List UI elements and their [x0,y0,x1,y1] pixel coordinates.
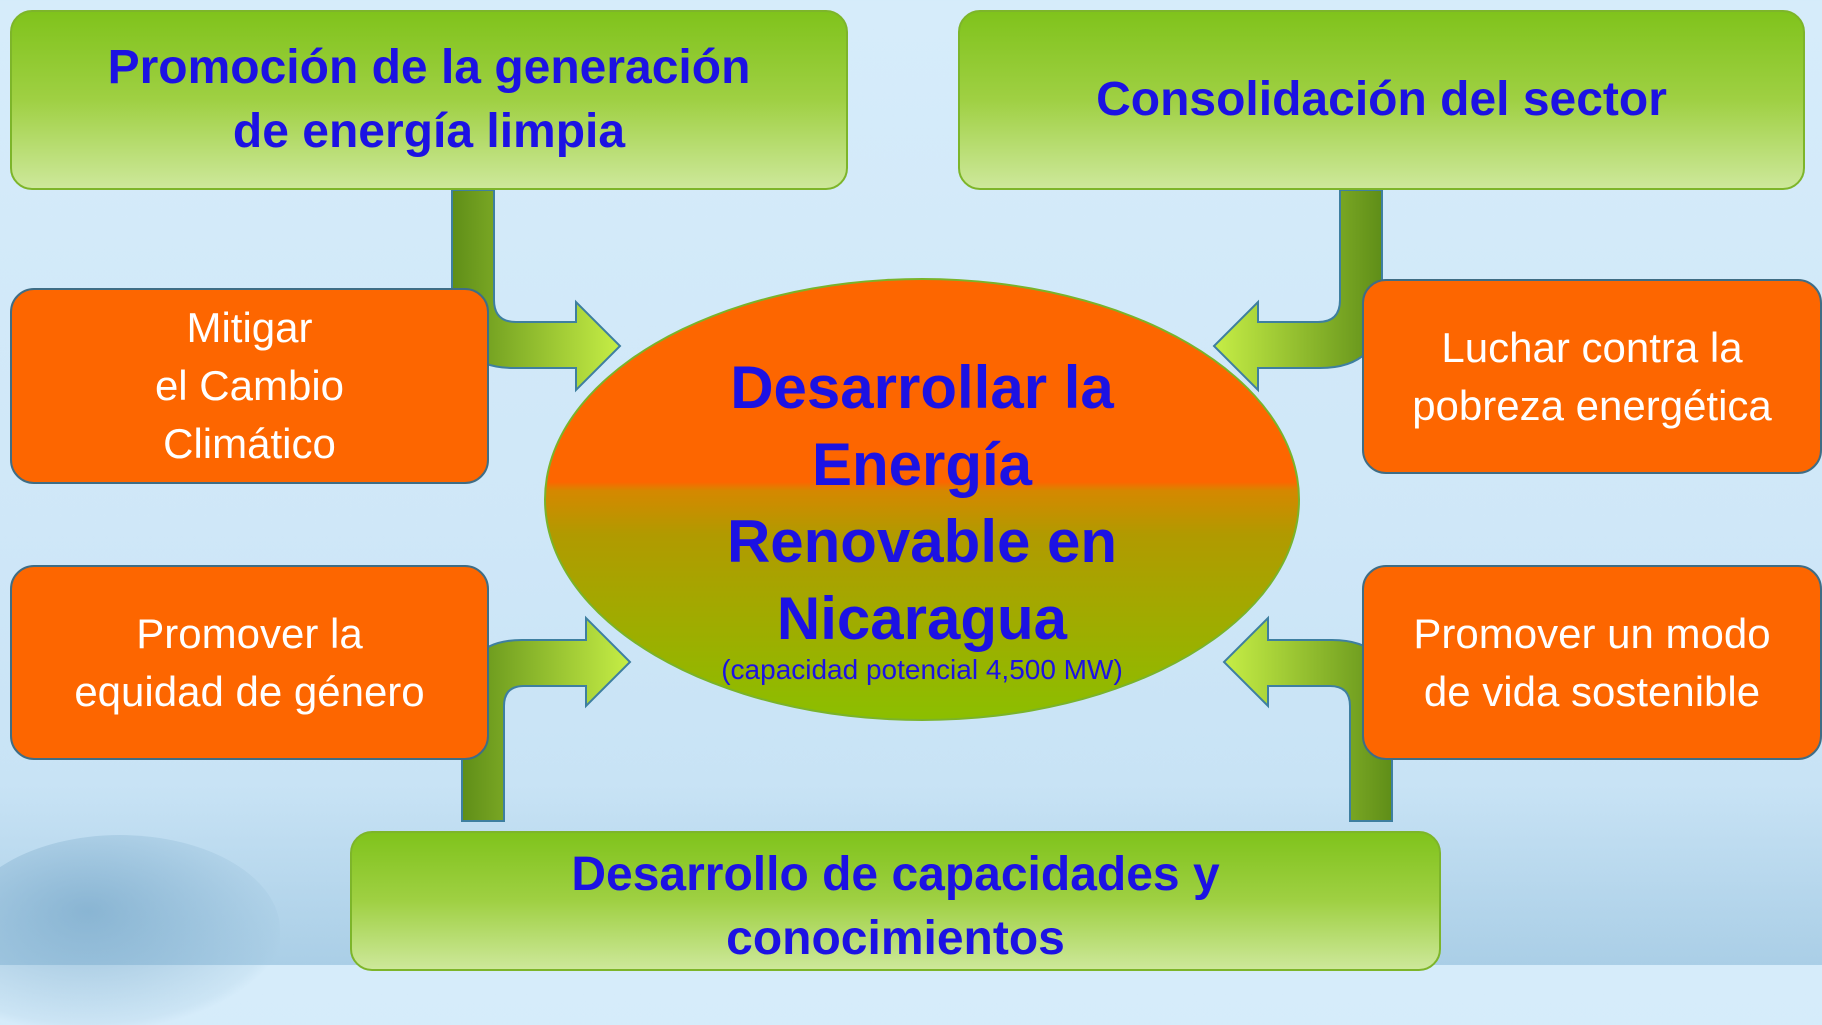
center-title-line: Nicaragua [776,584,1068,652]
box-text-line: pobreza energética [1412,381,1772,429]
box-text-line: de energía limpia [232,105,626,158]
box-text-line: Promoción de la generación [107,41,751,94]
box-text-line: el Cambio [154,362,345,409]
box-text-line: Consolidación del sector [1096,73,1667,126]
box-capacity-development: Desarrollo de capacidades y conocimiento… [350,831,1441,971]
box-text-line: equidad de género [74,667,425,715]
box-text-line: Promover la [136,609,363,657]
box-text-line: Mitigar [186,304,313,351]
box-text-line: Luchar contra la [1441,323,1743,371]
box-text-line: Climático [163,420,336,467]
arrow-top-right [1212,189,1383,393]
box-text-line: conocimientos [726,912,1065,965]
box-fight-energy-poverty: Luchar contra la pobreza energética [1362,279,1822,474]
box-text-line: Desarrollo de capacidades y [571,848,1220,901]
center-title-line: Renovable en [726,507,1118,575]
center-title: Desarrollar la Energía Renovable en Nica… [727,349,1117,657]
box-mitigate-climate-change: Mitigar el Cambio Climático [10,288,489,484]
box-text-line: Promover un modo [1413,609,1771,657]
center-title-line: Energía [811,430,1033,498]
center-subtitle: (capacidad potencial 4,500 MW) [721,653,1123,685]
box-sector-consolidation: Consolidación del sector [958,10,1805,190]
center-ellipse: Desarrollar la Energía Renovable en Nica… [544,278,1300,721]
center-title-line: Desarrollar la [730,353,1114,421]
box-sustainable-lifestyle: Promover un modo de vida sostenible [1362,565,1822,760]
box-text-line: de vida sostenible [1423,667,1761,715]
box-clean-energy-promotion: Promoción de la generación de energía li… [10,10,848,190]
box-gender-equity: Promover la equidad de género [10,565,489,760]
